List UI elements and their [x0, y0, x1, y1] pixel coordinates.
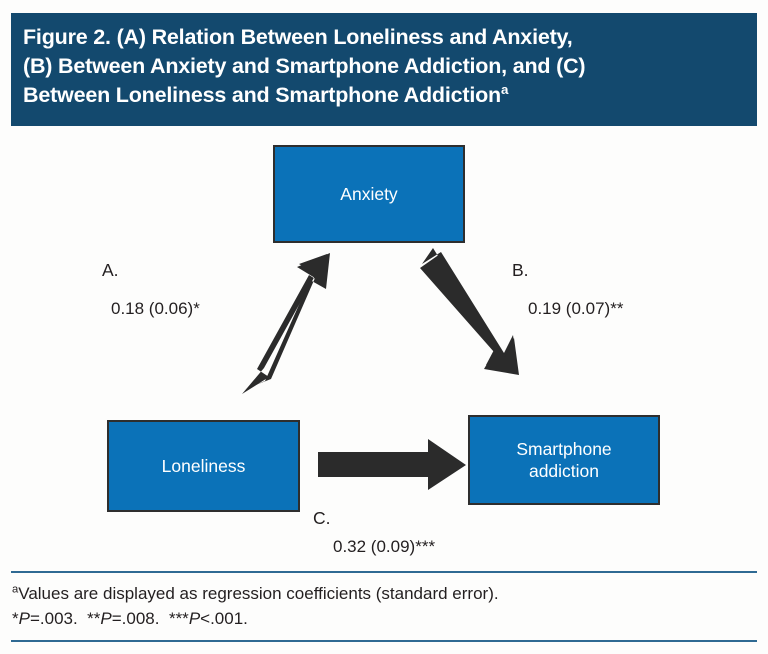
footnote-marker: a [12, 583, 19, 596]
p3-symbol: P [188, 609, 201, 628]
path-b-coefficient: 0.19 (0.07)** [528, 299, 624, 318]
node-anxiety[interactable]: Anxiety [273, 145, 465, 243]
p3-value: <.001. [200, 609, 248, 628]
node-smartphone-line-2: addiction [528, 461, 600, 481]
title-footnote-marker: a [501, 81, 509, 97]
node-anxiety-label: Anxiety [340, 184, 398, 204]
p2-value: =.008. [111, 609, 160, 628]
title-line-1: Figure 2. (A) Relation Between Lonelines… [23, 25, 573, 49]
path-a-letter: A. [102, 260, 119, 280]
p1-stars: * [12, 609, 19, 628]
node-smartphone-line-1: Smartphone [516, 439, 612, 459]
path-c-letter: C. [313, 508, 331, 528]
figure-footnote: aValues are displayed as regression coef… [11, 571, 757, 642]
footnote-line-1: aValues are displayed as regression coef… [12, 581, 757, 606]
title-line-3: Between Loneliness and Smartphone Addict… [23, 83, 501, 107]
path-b-letter: B. [512, 260, 529, 280]
footnote-line-2: *P=.003. **P=.008. ***P<.001. [12, 606, 757, 631]
p2-stars: ** [87, 609, 101, 628]
arrow-b-anxiety-to-smartphone [420, 248, 519, 375]
path-a-coefficient: 0.18 (0.06)* [111, 299, 200, 318]
title-line-2: (B) Between Anxiety and Smartphone Addic… [23, 54, 586, 78]
footnote-note-text: Values are displayed as regression coeff… [18, 584, 499, 603]
path-c-coefficient: 0.32 (0.09)*** [333, 537, 436, 556]
p3-stars: *** [168, 609, 189, 628]
node-loneliness[interactable]: Loneliness [107, 420, 300, 512]
arrow-a-loneliness-to-anxiety [242, 253, 330, 394]
figure-title: Figure 2. (A) Relation Between Lonelines… [23, 23, 743, 110]
p1-symbol: P [18, 609, 30, 628]
node-loneliness-label: Loneliness [161, 456, 246, 476]
arrow-c-loneliness-to-smartphone [318, 439, 466, 490]
p1-value: =.003. [29, 609, 78, 628]
figure-title-bar: Figure 2. (A) Relation Between Lonelines… [11, 13, 757, 126]
p2-symbol: P [100, 609, 112, 628]
